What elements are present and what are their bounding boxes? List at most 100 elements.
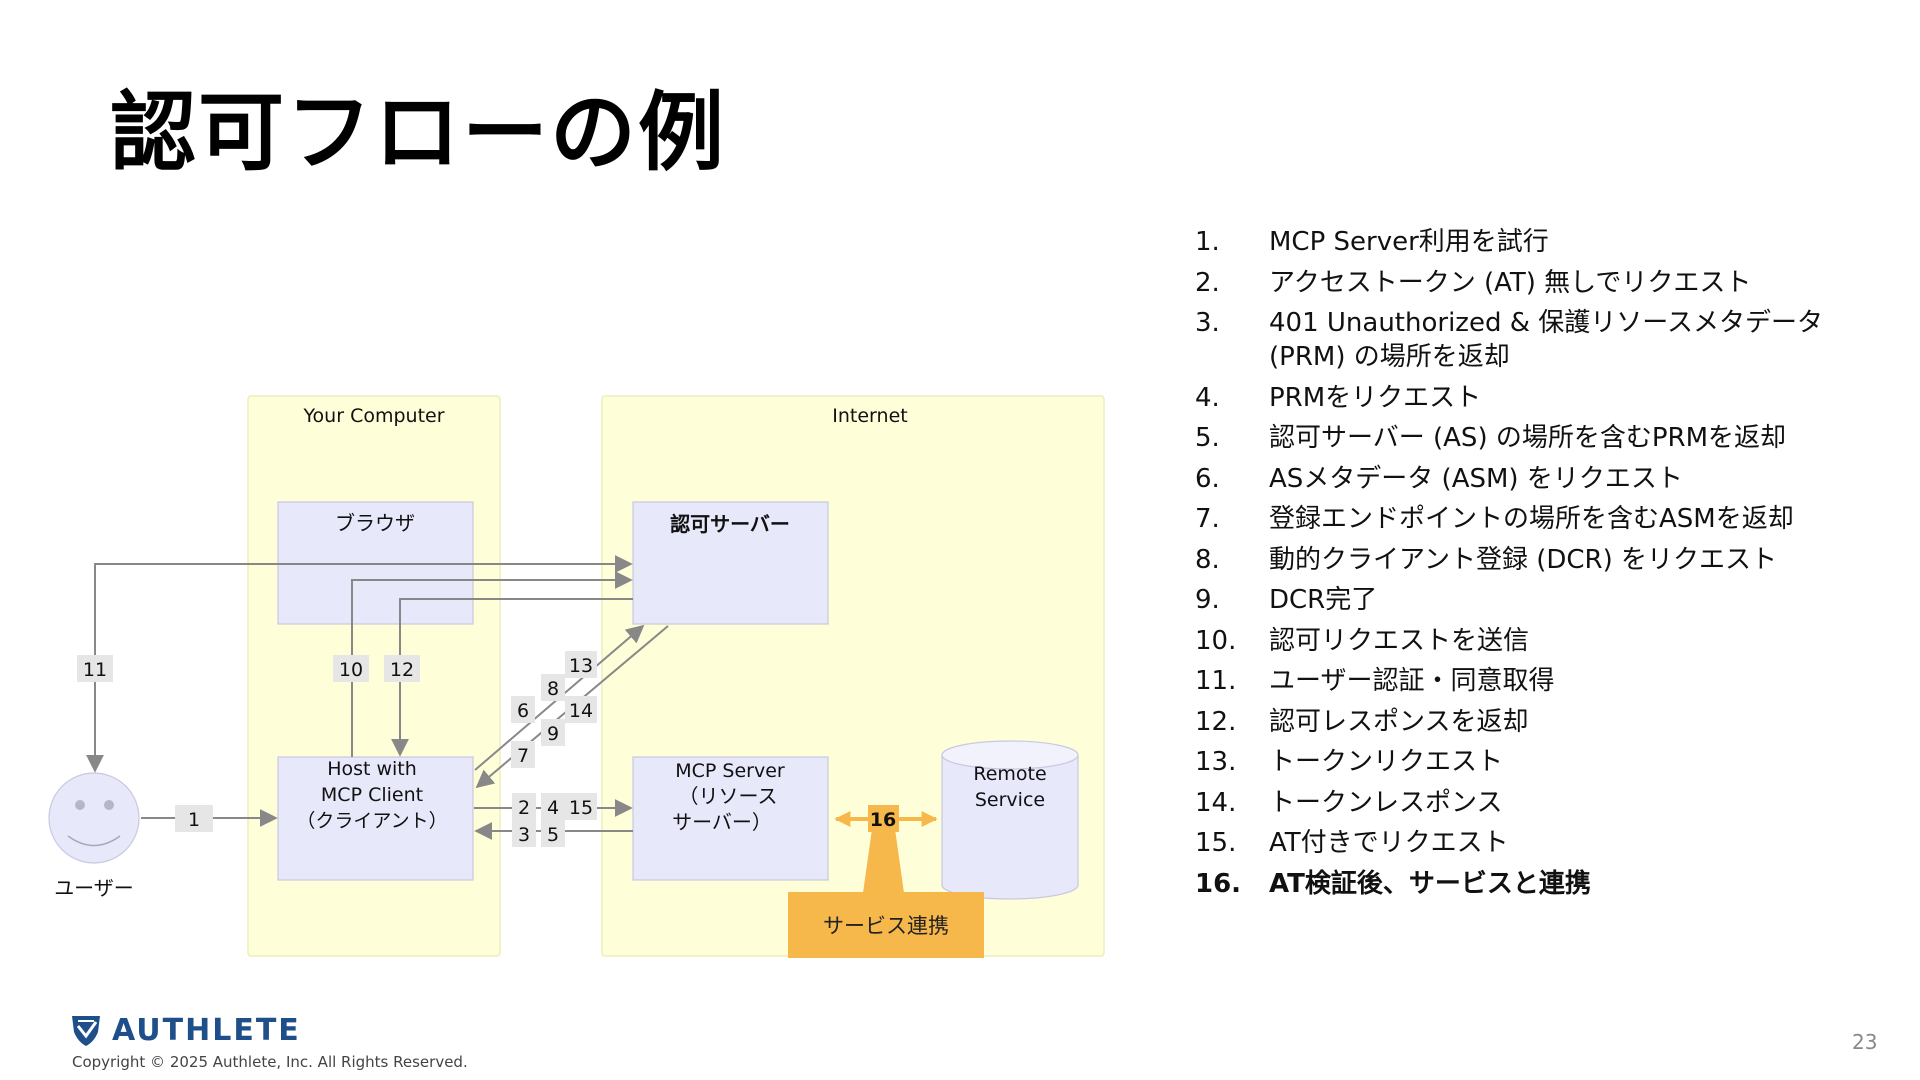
step-label-4: 4 [547,797,559,819]
authlete-logo: AUTHLETE [68,1012,301,1048]
step-number: 3. [1195,308,1220,338]
step-item: 4. PRMをリクエスト [1195,381,1835,415]
step-label-1: 1 [188,809,200,831]
host-client-node [277,756,474,881]
step-box-14 [565,696,597,723]
step-label-14: 14 [569,700,593,722]
step-item: 15. AT付きでリクエスト [1195,826,1835,860]
service-callout [788,892,984,958]
remote-label-line2: Service [975,789,1045,811]
service-callout-pointer [863,822,904,893]
auth-server-label: 認可サーバー [670,512,790,536]
step-number: 12. [1195,706,1237,737]
step-number: 10. [1195,625,1237,656]
step-box-3 [512,820,536,847]
step-text: AT検証後、サービスと連携 [1269,868,1591,899]
step-text: 認可レスポンスを返却 [1269,706,1529,737]
mcp-label-line1: MCP Server [675,760,785,782]
step-number: 7. [1195,504,1220,534]
user-label: ユーザー [54,876,134,900]
step-item: 9. DCR完了 [1195,583,1835,617]
host-label-line1: Host with [327,758,417,780]
step-label-6: 6 [517,700,529,722]
step-item: 14. トークンレスポンス [1195,786,1835,820]
step-box-10 [333,655,369,682]
your-computer-label: Your Computer [302,405,444,427]
service-callout-label: サービス連携 [823,914,949,938]
step-item: 3. 401 Unauthorized & 保護リソースメタデータ (PRM) の… [1195,306,1835,374]
step-number: 8. [1195,544,1220,575]
step-text: ASメタデータ (ASM) をリクエスト [1269,463,1683,494]
step-number: 5. [1195,423,1220,453]
step-label-12: 12 [390,659,414,681]
step-label-9: 9 [547,723,559,745]
internet-label: Internet [832,405,907,427]
step-number: 13. [1195,747,1237,777]
step-number: 16. [1195,868,1242,899]
step-box-4 [541,793,565,820]
step-box-7 [511,741,535,768]
step-text: 登録エンドポイントの場所を含むASMを返却 [1269,504,1794,534]
step-box-16 [868,805,899,832]
step-label-11: 11 [83,659,107,681]
step-item: 6. ASメタデータ (ASM) をリクエスト [1195,462,1835,496]
step-label-5: 5 [547,824,559,846]
step-box-13 [565,651,597,678]
copyright-text: Copyright © 2025 Authlete, Inc. All Righ… [72,1053,468,1071]
logo-wordmark: AUTHLETE [112,1012,301,1048]
step-box-15 [565,793,597,820]
step-text: DCR完了 [1269,585,1378,615]
step-box-2 [512,793,536,820]
step-item: 2. アクセストークン (AT) 無しでリクエスト [1195,266,1835,300]
step-item: 11. ユーザー認証・同意取得 [1195,664,1835,698]
step-text: 認可リクエストを送信 [1269,625,1530,656]
step-label-15: 15 [569,797,593,819]
step-number: 2. [1195,267,1220,298]
step-text: トークンレスポンス [1269,787,1503,818]
step-number: 4. [1195,382,1220,413]
step-text: アクセストークン (AT) 無しでリクエスト [1269,267,1752,298]
browser-label: ブラウザ [335,511,415,535]
step-label-7: 7 [517,745,529,767]
step-number: 6. [1195,463,1220,494]
step-text: 動的クライアント登録 (DCR) をリクエスト [1269,544,1778,575]
step-number: 1. [1195,227,1220,257]
remote-label-line1: Remote [973,763,1046,785]
step-number: 14. [1195,787,1237,818]
step-item: 5. 認可サーバー (AS) の場所を含むPRMを返却 [1195,421,1835,455]
step-box-8 [541,674,565,701]
step-label-13: 13 [569,655,593,677]
step-label-16: 16 [870,809,896,831]
step-item: 1. MCP Server利用を試行 [1195,225,1835,259]
auth-server-node [632,501,829,625]
step-box-1 [175,805,213,832]
step-label-8: 8 [547,678,559,700]
step-box-6 [511,696,535,723]
step-text: ユーザー認証・同意取得 [1269,666,1555,696]
step-box-5 [541,820,565,847]
arrow-10 [351,571,633,757]
arrow-12 [391,598,633,757]
authlete-shield-icon [72,1016,100,1046]
step-number: 9. [1195,585,1220,615]
step-label-2: 2 [518,797,530,819]
step-text: MCP Server利用を試行 [1269,227,1549,257]
step-number: 11. [1195,666,1237,696]
step-text: PRMをリクエスト [1269,382,1482,413]
step-item-highlight: 16. AT検証後、サービスと連携 [1195,867,1835,901]
user-icon [48,772,140,864]
host-label-line3: （クライアント） [296,810,447,832]
step-item: 13.トークンリクエスト [1195,745,1835,779]
step-box-11 [77,655,113,682]
step-item: 10. 認可リクエストを送信 [1195,624,1835,658]
mcp-label-line2: （リソース [679,784,778,808]
step-label-10: 10 [339,659,363,681]
step-item: 7. 登録エンドポイントの場所を含むASMを返却 [1195,502,1835,536]
mcp-server-node [632,756,829,881]
step-text: AT付きでリクエスト [1269,828,1509,858]
step-text: 401 Unauthorized & 保護リソースメタデータ (PRM) の場所… [1269,308,1823,372]
step-text: 認可サーバー (AS) の場所を含むPRMを返却 [1269,423,1787,453]
step-number: 15. [1195,828,1237,858]
step-box-9 [541,719,565,746]
